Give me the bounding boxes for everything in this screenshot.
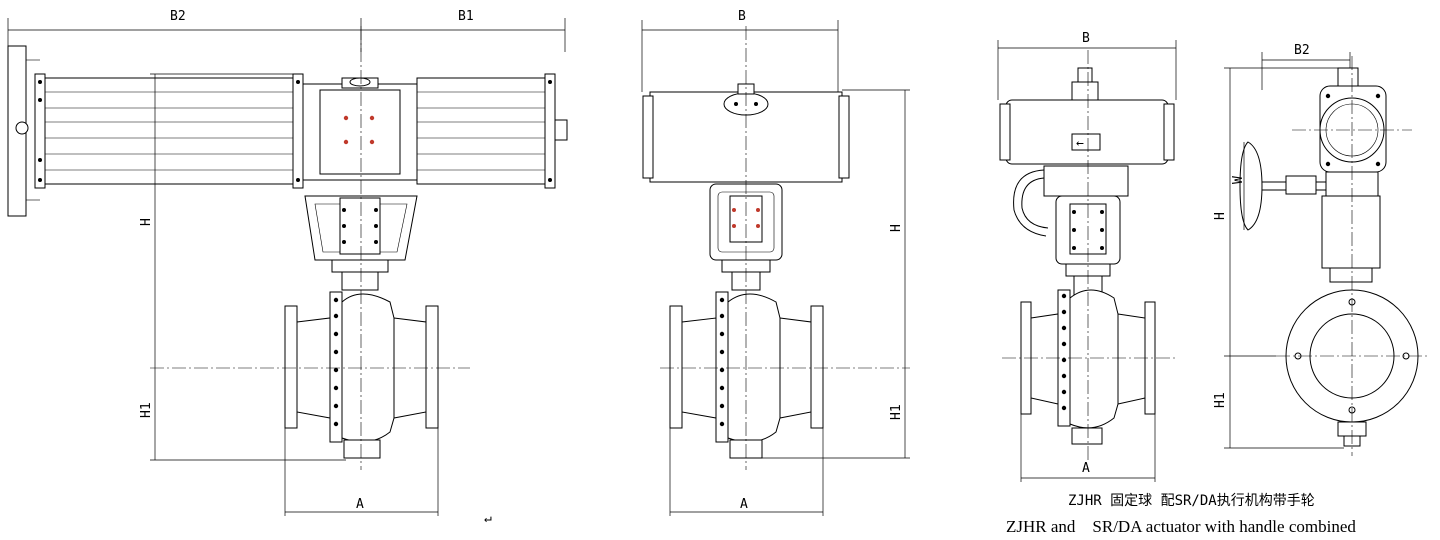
dim-label-b: B [738,9,746,24]
extension-bonnet [1321,195,1381,269]
dim-label-h: H [889,224,904,232]
handle-hub [15,121,29,135]
direction-arrow: ← [1076,136,1084,151]
dim-label-b2: B2 [170,9,186,24]
actuator-housing [1005,99,1169,165]
gearbox [1043,165,1129,197]
bottom-trunnion [1071,427,1103,445]
actuator-cylinder-right [416,77,556,185]
bottom-trunnion [343,439,381,459]
dim-label-w: W [1231,176,1246,184]
figure-1-front-view: B2 B1 [7,9,568,526]
figure-3-side-view: B2 H H1 W [1213,43,1430,456]
direction-plate [1071,133,1101,151]
dim-label-h1: H1 [1213,392,1228,408]
flange-left [669,305,683,429]
dim-label-b1: B1 [458,9,474,24]
dim-label-b2: B2 [1294,43,1310,58]
handwheel [1239,141,1263,231]
figure-3-front-view: B ← A [997,31,1177,482]
dim-label-b: B [1082,31,1090,46]
paragraph-mark: ↵ [484,511,492,526]
dim-label-h1: H1 [139,402,154,418]
actuator-cylinder-left [34,77,304,185]
figure-2-side-view: B H H1 A [641,9,910,516]
dim-label-h: H [1213,212,1228,220]
dim-label-h: H [139,218,154,226]
dim-label-a: A [740,497,748,512]
dim-label-a: A [1082,461,1090,476]
caption-english: ZJHR and SR/DA actuator with handle comb… [1006,517,1356,536]
flange-right [425,305,439,429]
flange-left [284,305,298,429]
coupling [339,197,381,255]
ball-valve-body [1069,289,1119,429]
dim-label-a: A [356,497,364,512]
dim-label-h1: H1 [889,404,904,420]
caption-chinese: ZJHR 固定球 配SR/DA执行机构带手轮 [1068,493,1315,509]
flange-right [810,305,824,429]
valve-stem-neck [341,271,379,291]
